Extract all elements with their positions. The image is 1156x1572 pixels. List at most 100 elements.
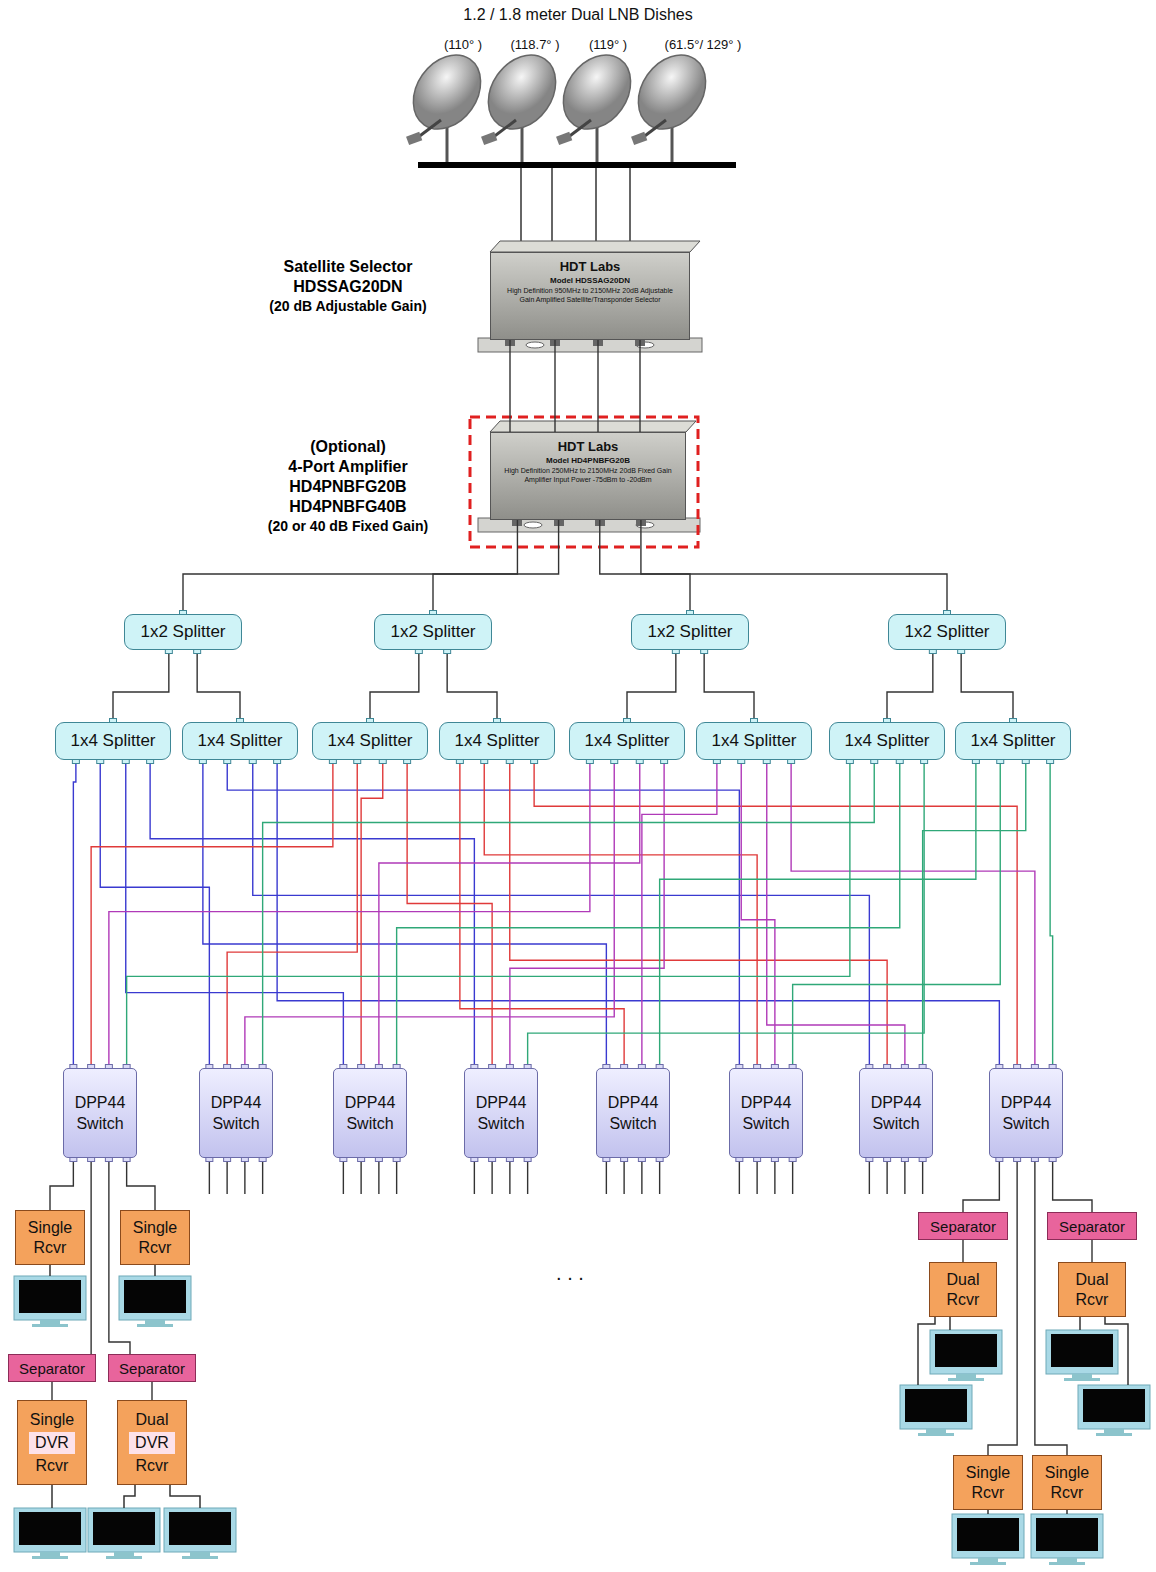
node-text: Separator: [930, 1218, 996, 1235]
coax-cable: [963, 1158, 999, 1212]
dpp44-switch: DPP44 Switch: [333, 1068, 407, 1158]
splitter-1x2: 1x2 Splitter: [888, 614, 1006, 650]
output-stub: [922, 1158, 923, 1194]
coax-cable: [791, 760, 1035, 1068]
node-text: HDT Labs: [558, 439, 619, 455]
device-face-text: HDT LabsModel HD4PNBFG20BHigh Definition…: [501, 439, 675, 484]
coax-cable: [887, 650, 933, 722]
output-stub: [904, 1158, 905, 1194]
node-text: Separator: [1059, 1218, 1125, 1235]
device-heading-block: (Optional)4-Port AmplifierHD4PNBFG20BHD4…: [233, 437, 463, 536]
coax-cable: [397, 760, 900, 1068]
tv-set: [1046, 1330, 1118, 1381]
coax-cable: [73, 760, 76, 1068]
orbit-angle-label: (110° ): [444, 37, 482, 52]
coax-cable: [741, 760, 775, 1068]
output-stub: [659, 1158, 660, 1194]
dpp44-switch: DPP44 Switch: [63, 1068, 137, 1158]
coax-cable: [91, 760, 333, 1068]
orbit-angle-label: (61.5°/ 129° ): [665, 37, 742, 52]
splitter-1x4: 1x4 Splitter: [312, 722, 428, 760]
tv-set: [14, 1508, 86, 1559]
output-stub: [641, 1158, 642, 1194]
amplifier: (Optional)4-Port AmplifierHD4PNBFG20BHD4…: [490, 432, 686, 520]
dvr-receiver: DualDVRRcvr: [117, 1400, 187, 1485]
coax-cable: [642, 760, 717, 1068]
coax-cable: [627, 650, 676, 722]
node-text: 1x4 Splitter: [970, 731, 1055, 751]
output-stub: [474, 1158, 475, 1194]
mount-bar: [418, 162, 736, 168]
receiver: Dual Rcvr: [929, 1262, 997, 1317]
output-stub: [226, 1158, 227, 1194]
device-heading: HDSSAG20DN: [233, 277, 463, 297]
coax-cable: [510, 760, 664, 1068]
coax-cable: [1050, 760, 1053, 1068]
device-heading-block: Satellite SelectorHDSSAG20DN(20 dB Adjus…: [233, 257, 463, 316]
coax-cable: [600, 520, 690, 614]
coax-cable: [639, 340, 640, 432]
output-stub: [623, 1158, 624, 1194]
node-text: Single Rcvr: [957, 1463, 1019, 1503]
coax-cable: [50, 1158, 73, 1210]
tv-set: [88, 1508, 160, 1559]
output-stub: [209, 1158, 210, 1194]
ellipsis-label: . . .: [556, 1262, 584, 1285]
node-text: DPP44 Switch: [994, 1092, 1058, 1134]
node-text: DPP44 Switch: [338, 1092, 402, 1134]
node-text: Dual Rcvr: [933, 1270, 993, 1310]
dpp44-switch: DPP44 Switch: [989, 1068, 1063, 1158]
coax-cable: [767, 760, 905, 1068]
splitter-1x4: 1x4 Splitter: [182, 722, 298, 760]
coax-cable: [660, 760, 976, 1068]
device-flange: [478, 518, 700, 532]
output-stub: [739, 1158, 740, 1194]
coax-cable: [151, 1382, 152, 1400]
optional-bracket: [470, 417, 698, 547]
node-text: DPP44 Switch: [601, 1092, 665, 1134]
tv-set: [1078, 1385, 1150, 1436]
node-text: High Definition 950MHz to 2150MHz 20dB A…: [501, 286, 679, 304]
coax-cable: [1053, 1158, 1092, 1212]
coax-cable: [597, 340, 598, 432]
tv-set: [14, 1276, 86, 1327]
coax-cable: [90, 1158, 91, 1354]
node-text: 1x4 Splitter: [844, 731, 929, 751]
output-stub: [378, 1158, 379, 1194]
receiver: Single Rcvr: [1032, 1455, 1102, 1510]
output-stub: [756, 1158, 757, 1194]
splitter-1x4: 1x4 Splitter: [955, 722, 1071, 760]
node-text: DVR: [29, 1432, 75, 1454]
device-heading: (20 or 40 dB Fixed Gain): [233, 517, 463, 536]
splitter-1x2: 1x2 Splitter: [374, 614, 492, 650]
coax-cable: [509, 340, 510, 432]
coax-cable: [127, 1158, 155, 1210]
coax-cable: [183, 520, 517, 614]
receiver: Single Rcvr: [953, 1455, 1023, 1510]
coax-cable: [407, 760, 492, 1068]
output-stub: [244, 1158, 245, 1194]
receiver: Single Rcvr: [15, 1210, 85, 1265]
coax-cable: [197, 650, 240, 722]
tv-set: [952, 1514, 1024, 1565]
node-text: Separator: [119, 1360, 185, 1377]
coax-cable: [961, 650, 1013, 722]
dpp44-switch: DPP44 Switch: [199, 1068, 273, 1158]
output-stub: [792, 1158, 793, 1194]
output-stub: [869, 1158, 870, 1194]
output-stub: [886, 1158, 887, 1194]
tv-wires: [50, 1265, 1128, 1514]
node-text: Single Rcvr: [1036, 1463, 1098, 1503]
tv-set: [164, 1508, 236, 1559]
node-text: DVR: [129, 1432, 175, 1454]
dpp44-switch: DPP44 Switch: [859, 1068, 933, 1158]
splitter-1x4: 1x4 Splitter: [439, 722, 555, 760]
coax-cable: [263, 760, 875, 1068]
splitter-1x4: 1x4 Splitter: [55, 722, 171, 760]
coax-cable: [109, 760, 590, 1068]
orbit-angle-label: (118.7° ): [510, 37, 559, 52]
output-stub: [262, 1158, 263, 1194]
